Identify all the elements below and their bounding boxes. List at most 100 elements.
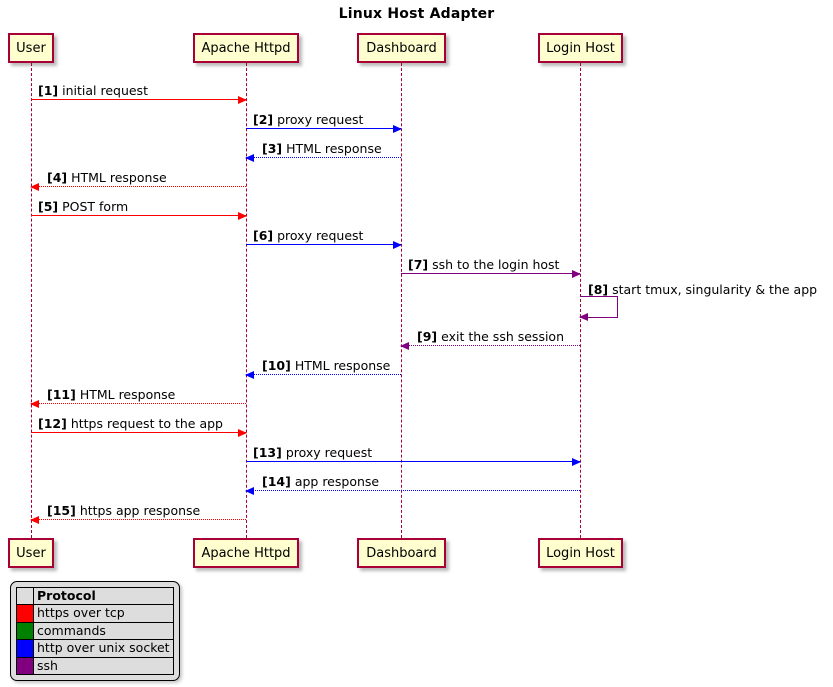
legend-item-label: commands [33, 621, 174, 641]
arrowhead-icon [30, 183, 39, 191]
message-label: [2] proxy request [253, 112, 364, 127]
message-9-arrow [400, 342, 580, 350]
message-label: [6] proxy request [253, 228, 364, 243]
message-text: exit the ssh session [441, 329, 565, 344]
legend-row: https over tcp [16, 604, 174, 623]
arrowhead-icon [238, 212, 247, 220]
message-8-self-loop [579, 296, 618, 321]
message-label: [12] https request to the app [38, 416, 223, 431]
arrowhead-icon [579, 313, 588, 321]
message-12-arrow [31, 429, 247, 437]
participant-dashboard-top[interactable]: Dashboard [357, 33, 446, 63]
message-15-arrow [30, 516, 246, 524]
legend-item-label: https over tcp [33, 604, 174, 623]
arrowhead-icon [572, 458, 581, 466]
participant-label: Login Host [546, 545, 615, 561]
message-label: [7] ssh to the login host [408, 257, 560, 272]
arrowhead-icon [30, 400, 39, 408]
message-number: [11] [47, 387, 76, 402]
message-text: HTML response [286, 141, 382, 156]
message-6-arrow [246, 241, 402, 249]
message-number: [2] [253, 112, 274, 127]
message-text: https request to the app [70, 416, 223, 431]
participant-loginhost-bottom[interactable]: Login Host [538, 538, 623, 568]
participant-label: Login Host [546, 40, 615, 56]
message-text: app response [294, 474, 380, 489]
arrowhead-icon [400, 342, 409, 350]
message-text: proxy request [285, 445, 373, 460]
message-label: [3] HTML response [262, 141, 382, 156]
arrowhead-icon [393, 125, 402, 133]
message-number: [3] [262, 141, 283, 156]
legend-row: ssh [16, 656, 174, 675]
message-number: [9] [417, 329, 438, 344]
legend-header-swatch [16, 586, 34, 606]
participant-httpd-bottom[interactable]: Apache Httpd [193, 538, 299, 568]
message-text: initial request [62, 83, 148, 98]
message-text: HTML response [71, 170, 167, 185]
message-number: [15] [47, 503, 76, 518]
message-number: [8] [588, 282, 609, 297]
participant-label: User [16, 545, 46, 561]
lifeline-dashboard [401, 63, 402, 538]
legend-color-swatch [16, 604, 34, 623]
page-title: Linux Host Adapter [338, 6, 495, 22]
participant-label: Apache Httpd [201, 545, 291, 561]
message-number: [7] [408, 257, 429, 272]
message-14-arrow [245, 487, 580, 495]
message-2-arrow [246, 125, 402, 133]
message-number: [6] [253, 228, 274, 243]
message-label: [13] proxy request [253, 445, 373, 460]
message-text: ssh to the login host [432, 257, 560, 272]
participant-dashboard-bottom[interactable]: Dashboard [357, 538, 446, 568]
message-label: [8] start tmux, singularity & the app [588, 282, 818, 297]
message-label: [14] app response [262, 474, 380, 489]
message-label: [15] https app response [47, 503, 201, 518]
lifeline-user [31, 63, 32, 538]
arrowhead-icon [30, 516, 39, 524]
message-4-arrow [30, 183, 246, 191]
message-number: [12] [38, 416, 67, 431]
message-number: [10] [262, 358, 291, 373]
legend-item-label: ssh [33, 656, 174, 675]
message-text: https app response [79, 503, 201, 518]
message-text: HTML response [294, 358, 391, 373]
legend-color-swatch [16, 639, 34, 658]
message-number: [1] [38, 83, 59, 98]
lifeline-loginhost [580, 63, 581, 538]
arrowhead-icon [245, 487, 254, 495]
participant-user-top[interactable]: User [8, 33, 54, 63]
message-label: [1] initial request [38, 83, 148, 98]
message-number: [14] [262, 474, 291, 489]
arrowhead-icon [238, 96, 247, 104]
message-13-arrow [246, 458, 581, 466]
message-label: [9] exit the ssh session [417, 329, 565, 344]
lifeline-httpd [246, 63, 247, 538]
legend-item-label: http over unix socket [33, 639, 174, 658]
legend-header-label: Protocol [33, 586, 174, 606]
message-label: [10] HTML response [262, 358, 391, 373]
message-text: proxy request [277, 228, 364, 243]
participant-user-bottom[interactable]: User [8, 538, 54, 568]
legend-row: commands [16, 621, 174, 641]
legend-table: Protocol https over tcp commands http ov… [16, 586, 174, 675]
participant-label: Dashboard [366, 545, 437, 561]
message-1-arrow [31, 96, 247, 104]
message-3-arrow [245, 154, 401, 162]
arrowhead-icon [238, 429, 247, 437]
message-number: [4] [47, 170, 68, 185]
participant-label: Apache Httpd [201, 40, 291, 56]
message-label: [5] POST form [38, 199, 129, 214]
legend-header-row: Protocol [16, 586, 174, 606]
message-text: start tmux, singularity & the app [612, 282, 818, 297]
participant-loginhost-top[interactable]: Login Host [538, 33, 623, 63]
message-number: [5] [38, 199, 59, 214]
message-text: HTML response [79, 387, 176, 402]
message-text: proxy request [277, 112, 364, 127]
message-label: [11] HTML response [47, 387, 176, 402]
message-text: POST form [62, 199, 129, 214]
arrowhead-icon [572, 270, 581, 278]
participant-httpd-top[interactable]: Apache Httpd [193, 33, 299, 63]
message-5-arrow [31, 212, 247, 220]
